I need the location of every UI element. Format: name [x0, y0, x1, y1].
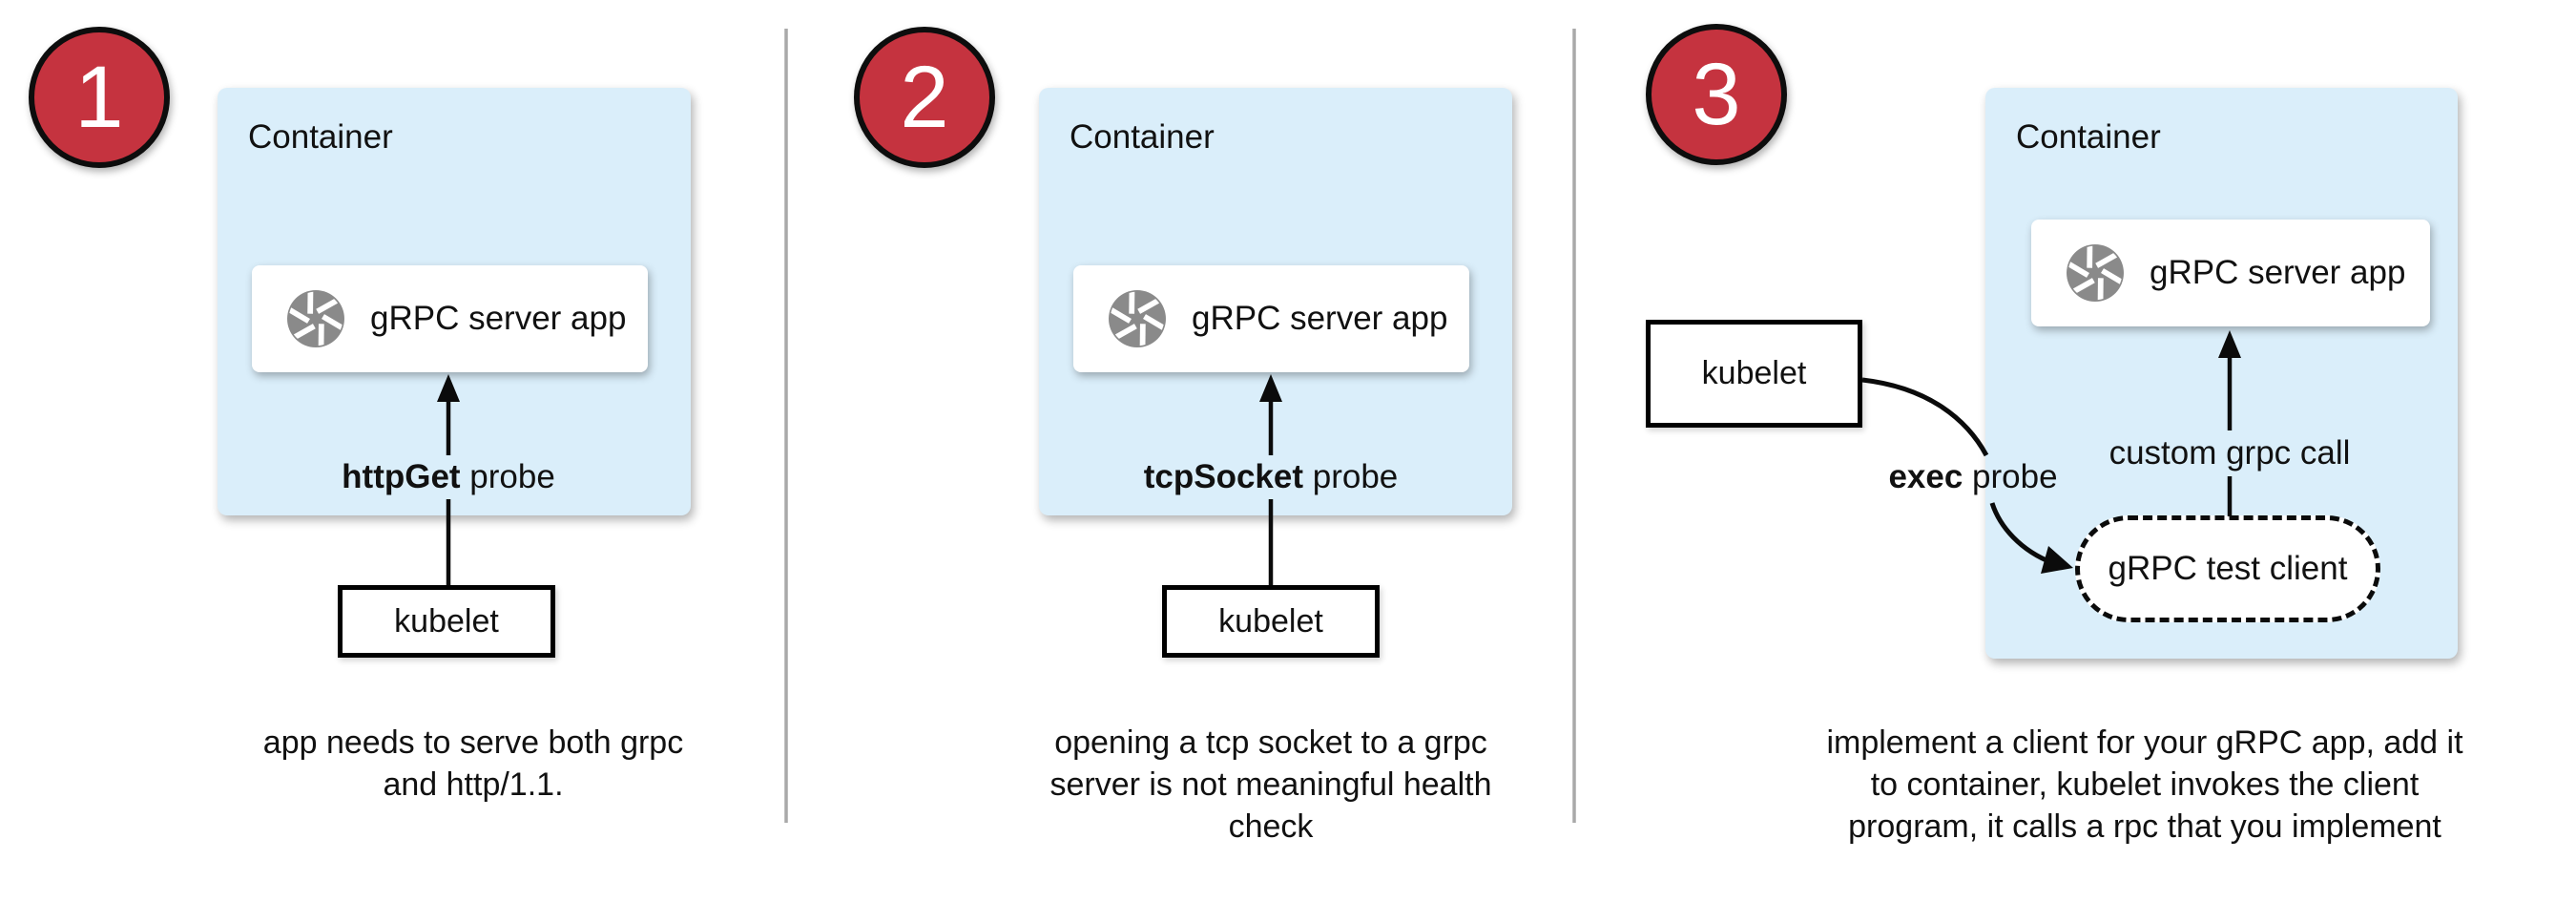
- kubelet-box-2: kubelet: [1162, 585, 1380, 658]
- caption-line: server is not meaningful health: [1049, 766, 1492, 803]
- grpc-server-app-label: gRPC server app: [1192, 300, 1448, 337]
- grpc-test-client-node: gRPC test client: [2075, 515, 2380, 622]
- grpc-test-client-label: gRPC test client: [2108, 550, 2348, 587]
- grpc-server-app-card-3: gRPC server app: [2031, 220, 2430, 326]
- caption-3: implement a client for your gRPC app, ad…: [1811, 722, 2479, 848]
- probe-label-2: tcpSocket probe: [1128, 457, 1414, 497]
- step-number: 3: [1692, 46, 1741, 143]
- aperture-icon: [2064, 241, 2127, 304]
- caption-2: opening a tcp socket to a grpc server is…: [1032, 722, 1509, 848]
- kubelet-box-1: kubelet: [338, 585, 555, 658]
- caption-line: and http/1.1.: [383, 766, 564, 803]
- probe-type: httpGet: [342, 458, 461, 495]
- custom-grpc-call-label: custom grpc call: [2109, 434, 2351, 472]
- grpc-server-app-label: gRPC server app: [2150, 254, 2406, 291]
- kubelet-label: kubelet: [394, 602, 499, 640]
- container-label-3: Container: [2016, 118, 2161, 156]
- aperture-icon: [1106, 287, 1169, 350]
- step-badge-3: 3: [1646, 24, 1787, 165]
- probe-word: probe: [1963, 458, 2058, 495]
- caption-line: check: [1228, 808, 1314, 845]
- caption-line: to container, kubelet invokes the client: [1870, 766, 2420, 803]
- kubelet-label: kubelet: [1218, 602, 1323, 640]
- caption-line: app needs to serve both grpc: [262, 724, 684, 761]
- container-label-1: Container: [248, 118, 393, 156]
- caption-line: implement a client for your gRPC app, ad…: [1826, 724, 2463, 761]
- kubelet-label: kubelet: [1701, 355, 1807, 391]
- exec-arrow-upper: [1861, 377, 1989, 457]
- step-badge-2: 2: [854, 27, 995, 168]
- probe-word: probe: [460, 458, 555, 495]
- step-number: 2: [900, 49, 949, 146]
- grpc-server-app-card-1: gRPC server app: [252, 265, 648, 372]
- probe-type: exec: [1888, 458, 1963, 495]
- step-number: 1: [74, 49, 124, 146]
- probe-type: tcpSocket: [1143, 458, 1304, 495]
- grpc-server-app-card-2: gRPC server app: [1073, 265, 1469, 372]
- probe-label-3: exec probe: [1859, 457, 2088, 497]
- probe-word: probe: [1303, 458, 1399, 495]
- caption-line: program, it calls a rpc that you impleme…: [1848, 808, 2441, 845]
- container-label-2: Container: [1070, 118, 1215, 156]
- aperture-icon: [284, 287, 347, 350]
- probe-label-1: httpGet probe: [334, 457, 563, 497]
- grpc-server-app-label: gRPC server app: [370, 300, 627, 337]
- caption-1: app needs to serve both grpc and http/1.…: [235, 722, 712, 806]
- step-badge-1: 1: [29, 27, 170, 168]
- caption-line: opening a tcp socket to a grpc: [1054, 724, 1487, 761]
- kubelet-box-3: kubelet: [1646, 320, 1862, 428]
